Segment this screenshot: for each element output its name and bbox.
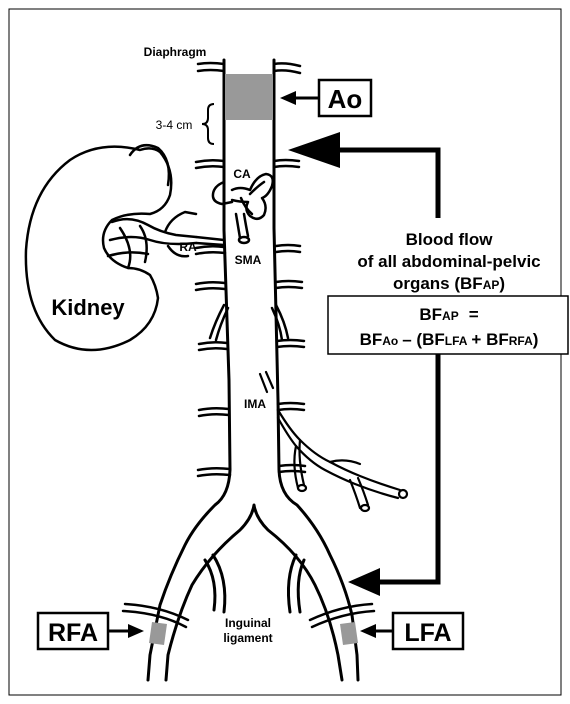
diaphragm <box>198 63 300 73</box>
rfa-label: RFA <box>48 619 98 647</box>
blood-flow-line1: Blood flow <box>406 230 494 249</box>
ima-label: IMA <box>244 397 266 411</box>
ao-label: Ao <box>328 84 363 114</box>
span-label: 3-4 cm <box>156 118 193 132</box>
ca-label: CA <box>233 167 251 181</box>
lfa-arrow-head <box>360 624 376 638</box>
lfa-sample-region <box>340 622 358 645</box>
rfa-arrow-head <box>128 624 144 638</box>
kidney-label: Kidney <box>51 295 125 320</box>
ao-arrow-head <box>280 91 296 105</box>
diaphragm-label: Diaphragm <box>144 45 207 59</box>
renal-artery <box>196 237 224 245</box>
sma <box>236 214 249 243</box>
inguinal-label-line1: Inguinal <box>225 616 271 630</box>
inguinal-label-line2: ligament <box>223 631 272 645</box>
flow-arrow-head-top <box>288 132 340 168</box>
ao-sample-region <box>225 74 273 120</box>
lfa-label: LFA <box>404 619 451 647</box>
flow-arrow-head-bottom <box>348 568 380 596</box>
sma-label: SMA <box>235 253 262 267</box>
rfa-sample-region <box>149 622 167 645</box>
lumbar-branches <box>196 160 305 476</box>
flow-connector <box>338 150 438 582</box>
blood-flow-line2: of all abdominal-pelvic <box>357 252 540 271</box>
measurement-brace <box>202 104 214 144</box>
blood-flow-line3: organs (BFAP) <box>393 274 505 293</box>
ra-label: RA <box>179 240 197 254</box>
